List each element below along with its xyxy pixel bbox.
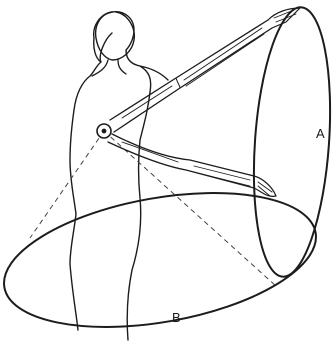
- cone-line-bottom: [104, 131, 276, 286]
- shoulder-pivot: [97, 124, 111, 138]
- ellipse-a: [246, 5, 332, 280]
- label-a: A: [316, 126, 325, 141]
- head-outline: [96, 12, 135, 60]
- cone-line-left: [30, 131, 104, 238]
- label-b: B: [172, 310, 181, 325]
- pivot-center: [102, 129, 107, 134]
- ellipse-b: [0, 172, 326, 349]
- neck-line: [92, 60, 126, 76]
- cone-lines: [30, 131, 276, 286]
- forward-arm: [108, 134, 276, 196]
- raised-arm: [110, 8, 300, 132]
